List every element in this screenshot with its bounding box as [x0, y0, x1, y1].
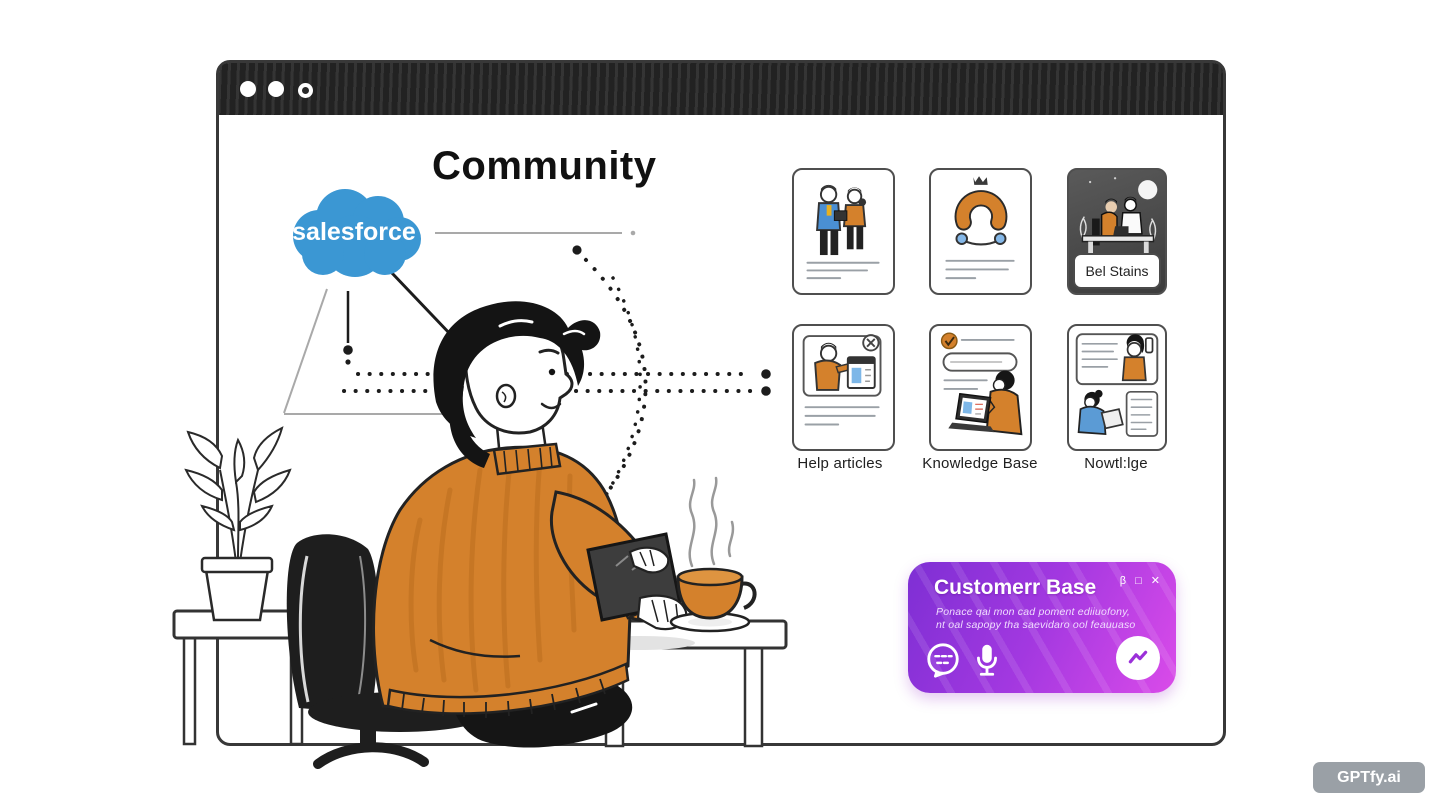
window-dot-2[interactable]: [268, 81, 284, 97]
widget-close-icon[interactable]: ✕: [1150, 575, 1160, 587]
support-headset-illustration: [945, 176, 1015, 280]
card-knowledge-base[interactable]: [929, 324, 1032, 451]
night-meeting-label: Bel Stains: [1073, 253, 1161, 289]
browser-titlebar: [219, 63, 1223, 115]
widget-title: Customerr Base: [934, 576, 1097, 599]
card-help-articles[interactable]: [792, 324, 895, 451]
label-knowledge-misc: Nowtl:lge: [1084, 455, 1148, 472]
close-icon: [866, 338, 876, 348]
knowledge-base-illustration: [940, 332, 1023, 436]
page-title: Community: [432, 144, 657, 188]
label-knowledge-base: Knowledge Base: [922, 455, 1038, 472]
card-support-headset[interactable]: [929, 168, 1032, 295]
watermark-badge: GPTfy.ai: [1313, 762, 1425, 793]
card-night-meeting[interactable]: Bel Stains: [1067, 168, 1167, 295]
customer-base-widget[interactable]: Customerr Base Ponace qai mon cad poment…: [908, 562, 1176, 693]
help-articles-illustration: [802, 334, 882, 426]
knowledge-misc-illustration: [1075, 333, 1159, 437]
salesforce-logo-text: salesforce: [292, 218, 416, 246]
card-knowledge-misc[interactable]: [1067, 324, 1167, 451]
window-dot-1[interactable]: [240, 81, 256, 97]
widget-controls: β □ ✕: [1120, 574, 1160, 588]
crown-icon: [973, 176, 988, 185]
widget-body-line-2: nt oal sapopy tha saevidaro ool feauuaso: [936, 619, 1136, 631]
zigzag-chat-icon[interactable]: [1116, 636, 1160, 680]
community-members-illustration: [806, 184, 880, 280]
salesforce-logo: salesforce: [292, 189, 421, 277]
widget-body-line-1: Ponace qai mon cad poment ediiuofony,: [936, 606, 1130, 618]
label-help-articles: Help articles: [797, 455, 883, 472]
widget-box-icon[interactable]: □: [1135, 575, 1142, 587]
widget-note-icon[interactable]: β: [1119, 575, 1127, 587]
window-dot-ring[interactable]: [298, 83, 313, 98]
microphone-icon[interactable]: [968, 641, 1006, 679]
badge-check-icon: [940, 332, 958, 350]
night-meeting-illustration: [1079, 177, 1158, 254]
card-community-members[interactable]: [792, 168, 895, 295]
watermark-label: GPTfy.ai: [1337, 768, 1401, 786]
chat-bubble-icon[interactable]: [924, 641, 962, 679]
